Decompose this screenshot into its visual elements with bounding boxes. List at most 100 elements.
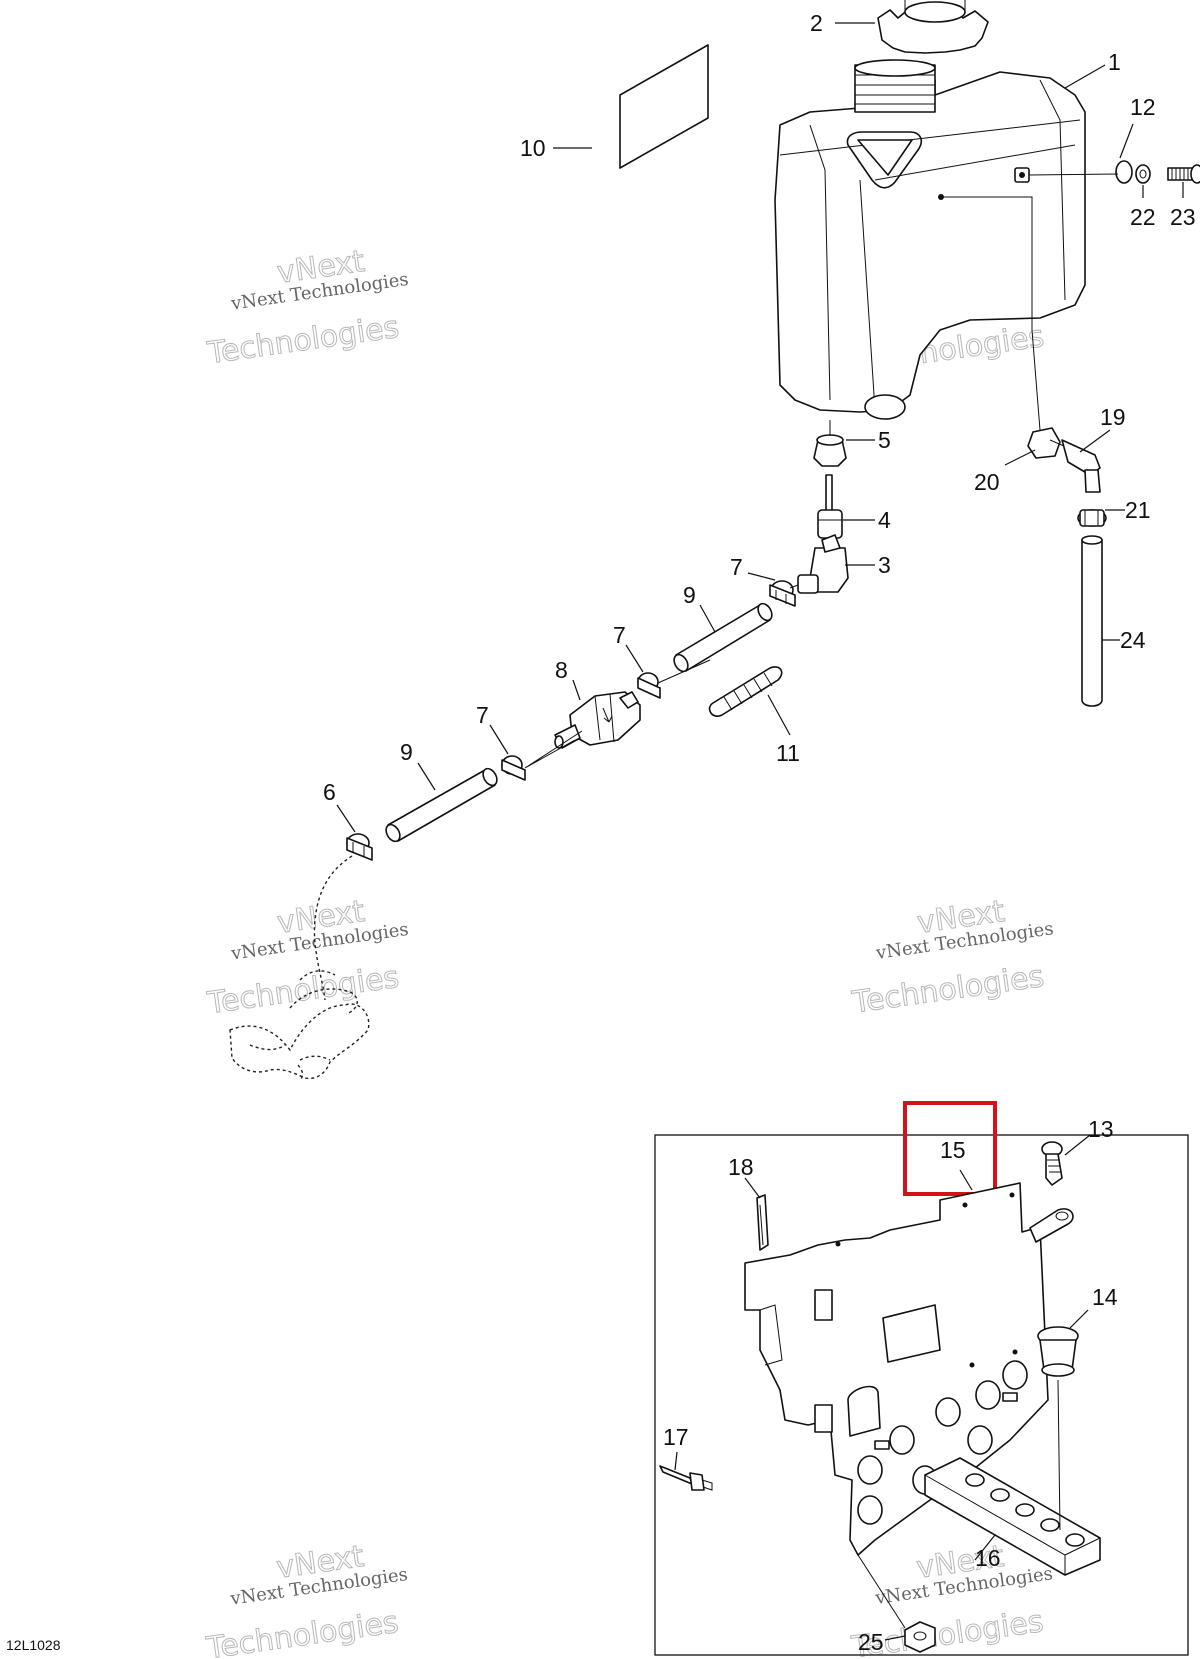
callout-label: 16 [975, 1545, 1001, 1571]
callout-20: 20 [974, 449, 1036, 495]
callout-9-lower: 9 [400, 739, 436, 791]
clamp-part-7-lower[interactable] [501, 755, 526, 781]
assembly-line [857, 1554, 906, 1629]
clamp-part-7-middle[interactable] [637, 672, 661, 699]
callout-label: 23 [1170, 204, 1196, 230]
callout-18: 18 [728, 1154, 761, 1199]
mounting-bracket-part-16[interactable] [744, 1182, 1101, 1576]
vent-leader [941, 196, 1041, 431]
assembly-line [524, 584, 799, 769]
callout-label: 19 [1100, 404, 1126, 430]
callout-17: 17 [663, 1424, 689, 1471]
callout-7-upper: 7 [730, 554, 776, 581]
decal-part-10[interactable] [619, 44, 709, 169]
callout-25: 25 [858, 1629, 906, 1655]
callout-12: 12 [1119, 94, 1156, 159]
callout-label: 18 [728, 1154, 754, 1180]
callout-2: 2 [810, 10, 875, 36]
highlight-box-part-15 [903, 1101, 997, 1196]
callout-23: 23 [1170, 182, 1196, 230]
callout-21: 21 [1105, 497, 1151, 523]
clamp-part-6[interactable] [346, 833, 373, 861]
callout-1: 1 [1064, 49, 1121, 89]
callout-label: 11 [776, 740, 800, 766]
grommet-part-14[interactable] [1037, 1326, 1079, 1531]
callout-11: 11 [767, 694, 800, 766]
protective-sleeve-part-11[interactable] [708, 666, 783, 717]
assembly-line [1028, 173, 1119, 176]
engine-reference-dashed [229, 970, 370, 1081]
washer-part-22[interactable] [1135, 164, 1151, 184]
watermark-top-left: vNext vNext Technologies Technologies [204, 243, 410, 372]
watermark-mid-left: vNext vNext Technologies Technologies [204, 893, 410, 1022]
callout-label: 25 [858, 1629, 884, 1655]
callout-5: 5 [846, 427, 891, 453]
watermark-bottom-left: vNext vNext Technologies Technologies [203, 1538, 409, 1659]
callout-label: 24 [1120, 627, 1146, 653]
callout-15: 15 [940, 1137, 973, 1191]
callout-4: 4 [843, 507, 891, 533]
screw-part-23[interactable] [1167, 164, 1200, 184]
callout-label: 15 [940, 1137, 966, 1163]
callout-13: 13 [1064, 1116, 1114, 1156]
callout-label: 9 [400, 739, 413, 765]
reference-code: 12L1028 [6, 1637, 61, 1653]
callout-19: 19 [1079, 404, 1126, 453]
callout-8: 8 [555, 657, 581, 701]
grommet-part-12[interactable] [1115, 160, 1133, 184]
elbow-fitting-part-3[interactable] [797, 534, 849, 594]
callout-label: 17 [663, 1424, 689, 1450]
callout-7-middle: 7 [613, 622, 644, 673]
callout-label: 20 [974, 469, 1000, 495]
grommet-part-5[interactable] [813, 434, 847, 467]
callout-label: 7 [476, 702, 489, 728]
fuel-filter-part-8[interactable] [554, 691, 641, 749]
callout-label: 9 [683, 582, 696, 608]
watermark-line2: Technologies [205, 960, 402, 1022]
callout-24: 24 [1102, 627, 1146, 653]
rivet-part-17[interactable] [659, 1465, 713, 1491]
watermark-line2: Technologies [205, 310, 402, 372]
oil-tank-part-1[interactable] [774, 59, 1086, 420]
callout-label: 8 [555, 657, 568, 683]
callout-7-lower: 7 [476, 702, 509, 755]
callout-6: 6 [323, 779, 356, 833]
callout-10: 10 [520, 135, 592, 161]
watermark-line2: Technologies [850, 959, 1047, 1021]
watermark-line2: Technologies [204, 1605, 401, 1659]
clip-part-18[interactable] [756, 1194, 769, 1251]
clamp-part-21[interactable] [1077, 509, 1107, 527]
nut-part-25[interactable] [904, 1621, 936, 1653]
callout-14: 14 [1069, 1284, 1118, 1329]
callout-16: 16 [974, 1534, 1001, 1571]
callout-label: 1 [1108, 49, 1121, 75]
screw-part-13[interactable] [1041, 1141, 1063, 1186]
callout-label: 2 [810, 10, 823, 36]
callout-label: 22 [1130, 204, 1156, 230]
watermark-mid-right: vNext vNext Technologies Technologies [849, 893, 1055, 1021]
clamp-part-7-upper[interactable] [769, 580, 796, 607]
callout-label: 10 [520, 135, 546, 161]
callout-label: 7 [730, 554, 743, 580]
grommet-part-20[interactable] [1027, 427, 1061, 459]
callout-label: 5 [878, 427, 891, 453]
callout-label: 21 [1125, 497, 1151, 523]
callout-label: 7 [613, 622, 626, 648]
hose-part-9-lower[interactable] [383, 766, 499, 844]
callout-3: 3 [845, 552, 891, 578]
subassembly-frame [654, 1134, 1189, 1656]
callout-label: 13 [1088, 1116, 1114, 1142]
callout-label: 4 [878, 507, 891, 533]
tank-cap-part-2[interactable] [877, 0, 989, 54]
callout-label: 3 [878, 552, 891, 578]
callout-9-upper: 9 [683, 582, 716, 633]
callout-label: 14 [1092, 1284, 1118, 1310]
callout-label: 6 [323, 779, 336, 805]
callout-label: 12 [1130, 94, 1156, 120]
strainer-part-4[interactable] [817, 474, 843, 539]
elbow-fitting-part-19[interactable] [1049, 439, 1101, 493]
vent-hose-part-24[interactable] [1081, 535, 1103, 707]
callout-22: 22 [1130, 185, 1156, 230]
hose-part-9-upper[interactable] [671, 601, 774, 674]
